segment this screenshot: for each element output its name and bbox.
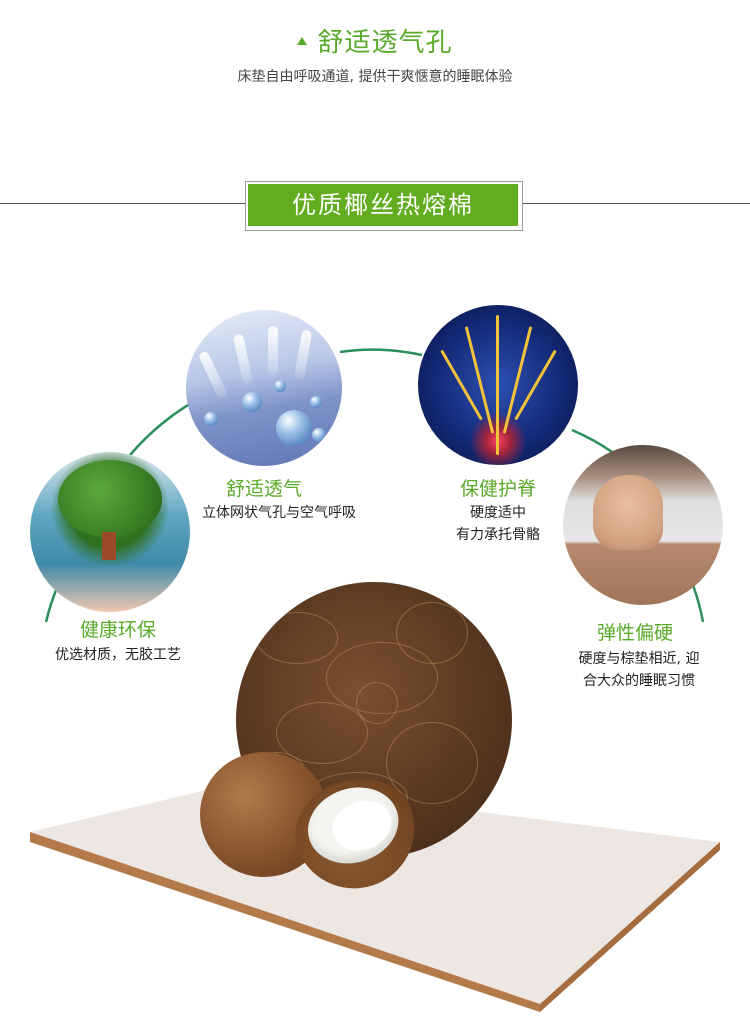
feature-desc-firm: 硬度与棕垫相近, 迎 合大众的睡眠习惯 [544, 648, 734, 692]
fiber-strand [386, 722, 478, 804]
triangle-up-icon [297, 37, 308, 45]
spine-nerve-icon [496, 315, 499, 455]
water-drop-icon [312, 428, 326, 442]
feature-heading-text: 舒适透气孔 [317, 28, 453, 58]
fiber-strand [396, 602, 468, 664]
water-drop-icon [274, 380, 286, 392]
tree-icon [58, 460, 162, 538]
feature-subtitle: 床垫自由呼吸通道, 提供干爽惬意的睡眠体验 [237, 69, 513, 85]
divider-right [522, 203, 750, 204]
feature-desc-line: 硬度与棕垫相近, 迎 [578, 651, 700, 667]
spine-image [418, 305, 578, 465]
fiber-strand [276, 702, 368, 764]
feature-desc-eco: 优选材质，无胶工艺 [55, 647, 181, 663]
feature-desc-line: 有力承托骨骼 [456, 527, 540, 543]
eco-image [30, 452, 190, 612]
water-drop-icon [276, 410, 312, 446]
tree-trunk [102, 532, 116, 560]
feature-title-spine: 保健护脊 [459, 478, 536, 500]
feature-desc-line: 硬度适中 [470, 505, 526, 521]
air-arrow-icon [293, 329, 313, 381]
feature-title-breathable: 舒适透气 [225, 478, 302, 500]
feature-title-eco: 健康环保 [79, 619, 156, 641]
breathable-image [186, 310, 342, 466]
coconut-meat [325, 793, 398, 858]
air-arrow-icon [268, 326, 278, 376]
firmness-image [563, 445, 723, 605]
divider-left [0, 203, 245, 204]
feature-desc-spine: 硬度适中 有力承托骨骼 [418, 502, 578, 546]
mattress-board [30, 782, 720, 1012]
feature-desc-breathable: 立体网状气孔与空气呼吸 [202, 505, 356, 521]
water-drop-icon [310, 396, 322, 408]
air-arrow-icon [197, 350, 229, 400]
fiber-strand [356, 682, 398, 724]
feature-desc-line: 合大众的睡眠习惯 [583, 673, 695, 689]
fist-icon [593, 475, 663, 550]
spine-nerve-icon [440, 349, 483, 421]
air-arrow-icon [232, 333, 254, 385]
feature-heading: 舒适透气孔 [0, 22, 750, 59]
water-drop-icon [204, 412, 218, 426]
section-header: 优质椰丝热熔棉 [248, 184, 518, 226]
water-drop-icon [242, 392, 262, 412]
feature-title-firm: 弹性偏硬 [596, 622, 673, 644]
fiber-strand [256, 612, 338, 664]
